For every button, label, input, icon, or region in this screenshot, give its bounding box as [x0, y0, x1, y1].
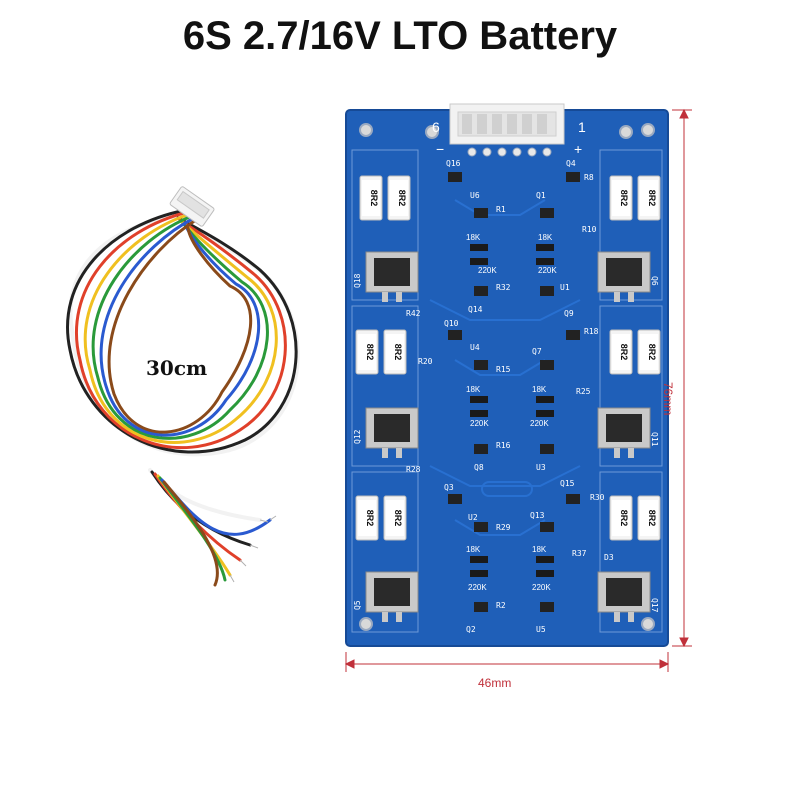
value-220k-label: 220K [478, 266, 497, 275]
resistor-marking: 8R2 [647, 510, 657, 527]
resistor-marking: 8R2 [647, 190, 657, 207]
designator-u4: U4 [470, 343, 480, 352]
connector-header [449, 103, 565, 157]
width-dimension-label: 46mm [478, 676, 512, 690]
resistor-marking: 8R2 [365, 510, 375, 527]
plus-mark: + [574, 141, 582, 157]
designator-r37: R37 [572, 549, 587, 558]
resistor-marking: 8R2 [647, 344, 657, 361]
designator-q18: Q18 [353, 273, 362, 288]
resistor-marking: 8R2 [397, 190, 407, 207]
value-18k-label: 18K [466, 545, 481, 554]
chip-resistors [470, 244, 554, 577]
resistor-marking: 8R2 [365, 344, 375, 361]
designator-r16: R16 [496, 441, 511, 450]
designator-r30: R30 [590, 493, 605, 502]
designator-q4: Q4 [566, 159, 576, 168]
designator-u5: U5 [536, 625, 546, 634]
resistor-marking: 8R2 [393, 510, 403, 527]
mounting-holes [359, 123, 655, 631]
minus-mark: − [436, 141, 444, 157]
value-18k-label: 18K [466, 233, 481, 242]
designator-d3: D3 [604, 553, 614, 562]
designator-r29: R29 [496, 523, 511, 532]
resistor-marking: 8R2 [369, 190, 379, 207]
dimension-lines [344, 108, 692, 672]
designator-r1: R1 [496, 205, 506, 214]
designator-q13: Q13 [530, 511, 545, 520]
value-18k-label: 18K [532, 545, 547, 554]
designator-q10: Q10 [444, 319, 459, 328]
resistor-marking: 8R2 [393, 344, 403, 361]
value-220k-label: 220K [470, 419, 489, 428]
value-18k-label: 18K [466, 385, 481, 394]
resistor-marking: 8R2 [619, 344, 629, 361]
value-18k-label: 18K [538, 233, 553, 242]
designator-q11: Q11 [650, 432, 659, 447]
mosfets [365, 251, 651, 622]
value-220k-label: 220K [538, 266, 557, 275]
connector-mark-right: 1 [578, 119, 586, 135]
designator-q15: Q15 [560, 479, 575, 488]
value-18k-label: 18K [532, 385, 547, 394]
designator-u1: U1 [560, 283, 570, 292]
designator-u3: U3 [536, 463, 546, 472]
designator-q14: Q14 [468, 305, 483, 314]
resistor-marking: 8R2 [619, 190, 629, 207]
cable-illustration [66, 186, 300, 587]
designator-q6: Q6 [650, 276, 659, 286]
designator-q1: Q1 [536, 191, 546, 200]
pcb-body [346, 110, 668, 646]
designator-q5: Q5 [353, 600, 362, 610]
designator-r32: R32 [496, 283, 511, 292]
designator-q12: Q12 [353, 429, 362, 444]
designator-r20: R20 [418, 357, 433, 366]
designator-q9: Q9 [564, 309, 574, 318]
designator-u2: U2 [468, 513, 478, 522]
cable-length-label: 30cm [146, 356, 208, 380]
connector-mark-left: 6 [432, 119, 440, 135]
designator-r25: R25 [576, 387, 591, 396]
value-220k-label: 220K [468, 583, 487, 592]
designator-u6: U6 [470, 191, 480, 200]
product-title: 6S 2.7/16V LTO Battery [182, 14, 618, 58]
designator-q8: Q8 [474, 463, 484, 472]
designator-q17: Q17 [650, 598, 659, 613]
value-220k-label: 220K [530, 419, 549, 428]
designator-r28: R28 [406, 465, 421, 474]
designator-r18: R18 [584, 327, 599, 336]
designator-q7: Q7 [532, 347, 542, 356]
designator-r15: R15 [496, 365, 511, 374]
designator-r8: R8 [584, 173, 594, 182]
height-dimension-label: 76mm [661, 382, 675, 416]
designator-q2: Q2 [466, 625, 476, 634]
power-resistors: 8R2 8R2 8R2 8R2 8R2 8R2 [355, 175, 661, 541]
resistor-marking: 8R2 [619, 510, 629, 527]
value-220k-label: 220K [532, 583, 551, 592]
designator-q16: Q16 [446, 159, 461, 168]
designator-q3: Q3 [444, 483, 454, 492]
designator-r2: R2 [496, 601, 506, 610]
designator-r10: R10 [582, 225, 597, 234]
small-transistors [448, 172, 580, 612]
designator-r42: R42 [406, 309, 421, 318]
